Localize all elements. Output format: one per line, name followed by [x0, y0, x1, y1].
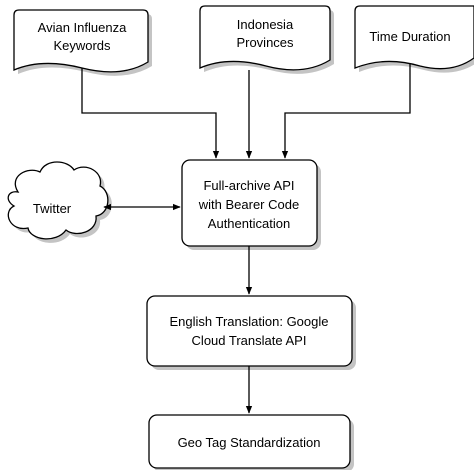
- node-time-duration-label: Time Duration: [369, 29, 450, 44]
- node-english-translation-line1: English Translation: Google: [170, 314, 329, 329]
- edge-duration-to-api: [281, 64, 411, 159]
- node-time-duration: Time Duration: [354, 5, 474, 73]
- node-geo-tag-label: Geo Tag Standardization: [178, 435, 321, 450]
- node-avian-keywords: Avian Influenza Keywords: [13, 9, 152, 76]
- node-geo-tag: Geo Tag Standardization: [148, 414, 354, 470]
- node-indonesia-provinces-line2: Provinces: [236, 35, 294, 50]
- node-full-archive-api-line2: with Bearer Code: [198, 197, 299, 212]
- edge-keywords-to-api: [81, 68, 220, 159]
- node-twitter-label: Twitter: [33, 201, 72, 216]
- node-avian-keywords-line1: Avian Influenza: [38, 20, 127, 35]
- node-english-translation-line2: Cloud Translate API: [192, 333, 307, 348]
- node-twitter: Twitter: [7, 161, 112, 243]
- node-english-translation: English Translation: Google Cloud Transl…: [146, 295, 356, 370]
- node-indonesia-provinces-line1: Indonesia: [237, 17, 294, 32]
- node-avian-keywords-line2: Keywords: [53, 38, 111, 53]
- node-full-archive-api-line3: Authentication: [208, 216, 290, 231]
- node-indonesia-provinces: Indonesia Provinces: [199, 5, 334, 74]
- node-full-archive-api-line1: Full-archive API: [203, 178, 294, 193]
- node-full-archive-api: Full-archive API with Bearer Code Authen…: [181, 159, 321, 250]
